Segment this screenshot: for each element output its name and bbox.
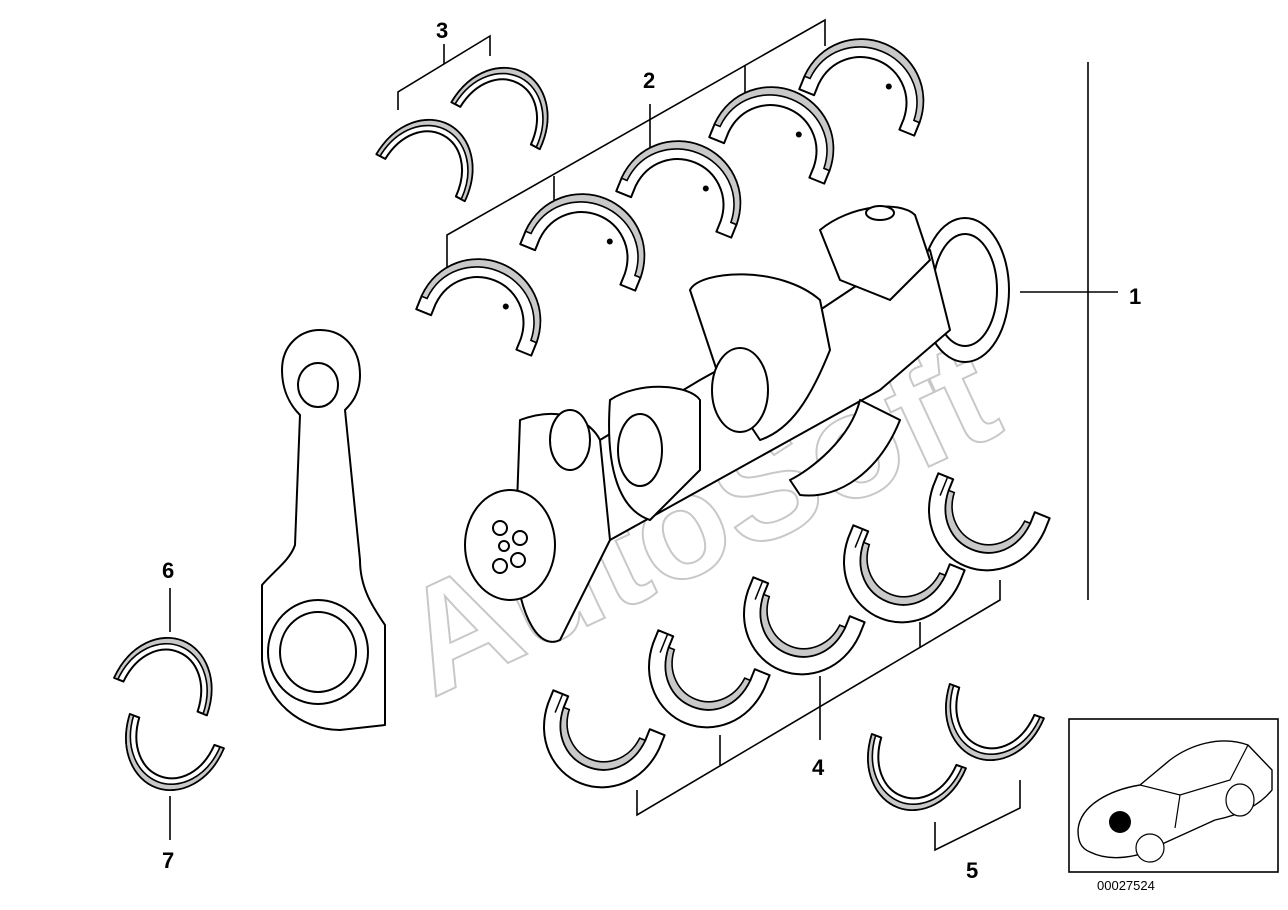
bearing-shell-group-4: [523, 472, 1051, 817]
part-number: 00027524: [1097, 878, 1155, 893]
connecting-rod: [261, 329, 386, 731]
callout-7: 7: [162, 848, 174, 873]
conrod-bearing-shells: [108, 588, 231, 840]
callout-5: 5: [966, 858, 978, 883]
location-marker-icon: [1109, 811, 1131, 833]
bearing-shell-group-3: [375, 34, 569, 203]
callout-1: 1: [1129, 284, 1141, 309]
callout-6: 6: [162, 558, 174, 583]
callout-1-leader: [1020, 62, 1118, 600]
callout-4: 4: [812, 755, 825, 780]
crankshaft: [464, 205, 1010, 643]
bearing-shell-group-2: [415, 18, 943, 357]
callout-3: 3: [436, 18, 448, 43]
bearing-shell-group-5: [850, 683, 1045, 852]
callout-2: 2: [643, 68, 655, 93]
car-locator-inset: 00027524: [1068, 718, 1279, 893]
